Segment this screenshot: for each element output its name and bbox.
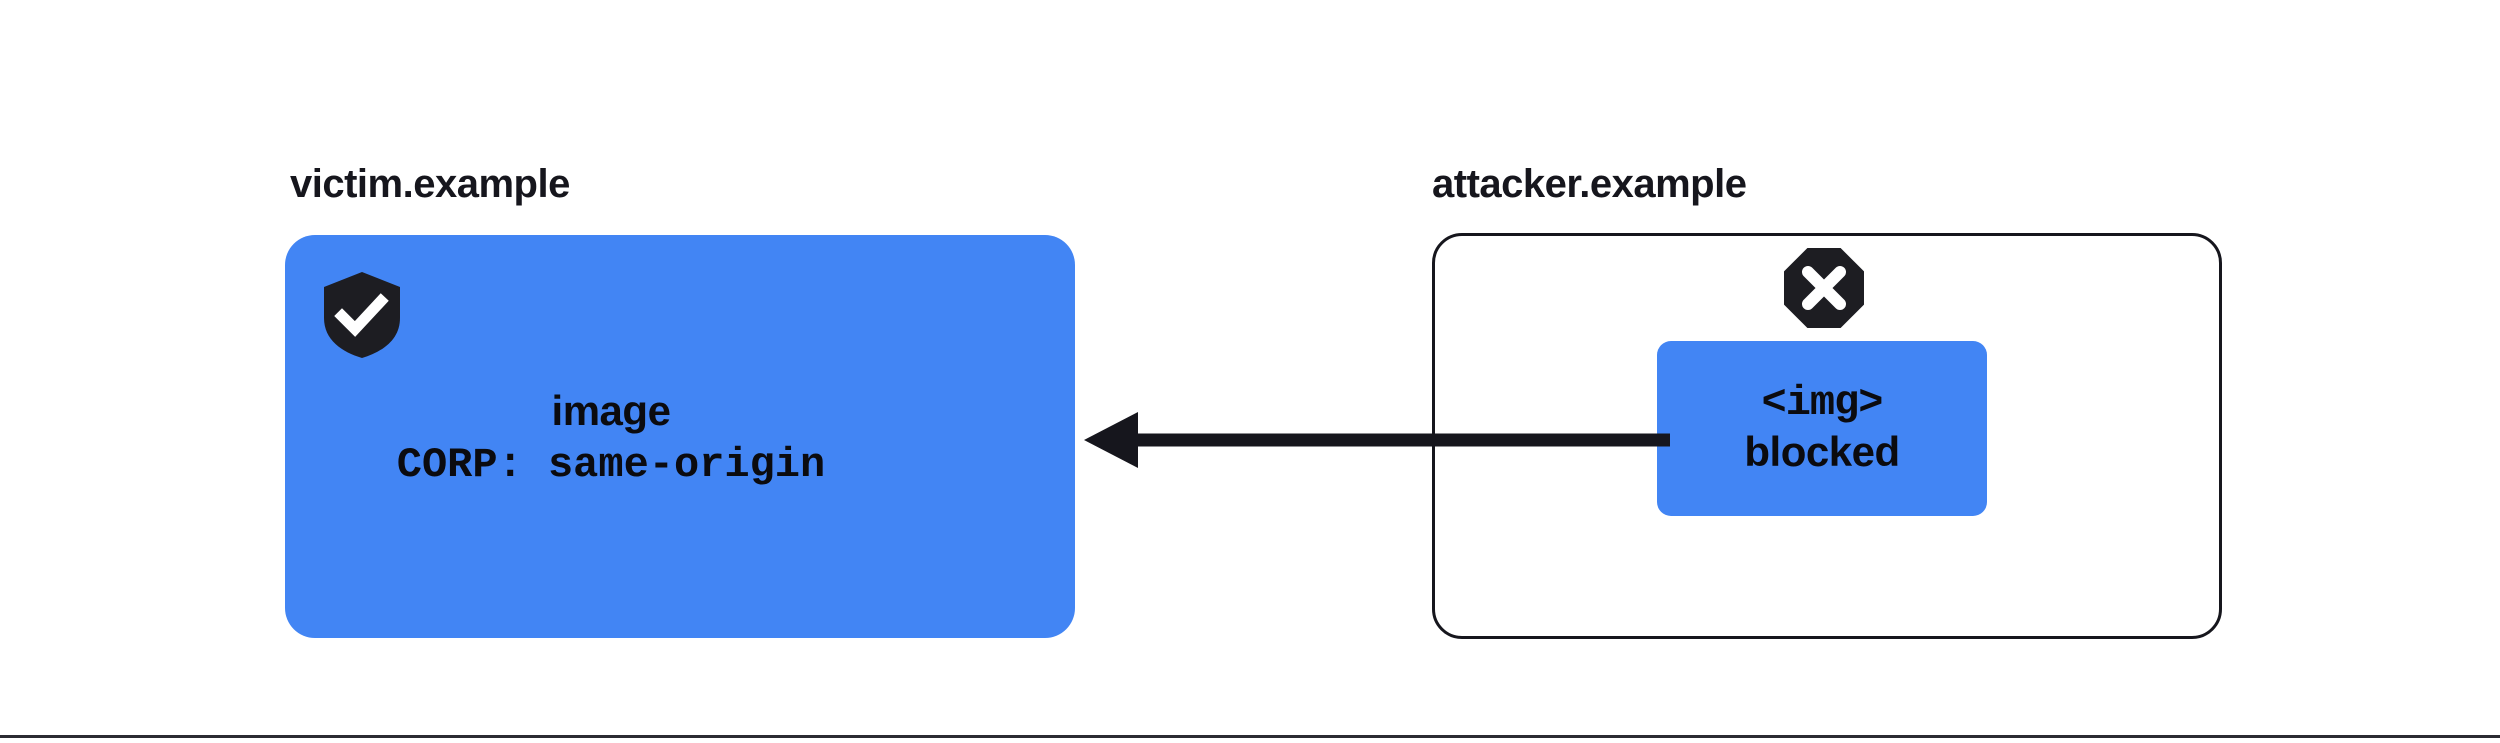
shield-check-icon [324,272,400,358]
bottom-divider [0,735,2500,738]
victim-origin-label: victim.example [290,162,570,206]
attacker-origin-label: attacker.example [1432,162,1747,206]
attacker-img-tag-label: <img> [1761,379,1883,428]
attacker-origin-box: <img> blocked [1432,233,2222,639]
victim-resource-label: image [551,387,671,434]
attacker-img-element-box: <img> blocked [1657,341,1987,516]
attacker-img-status-label: blocked [1744,428,1900,476]
blocked-octagon-x-icon [1784,248,1864,328]
victim-corp-header-label: CORP: same-origin [396,441,826,490]
victim-origin-box: image CORP: same-origin [285,235,1075,638]
victim-resource-content: image CORP: same-origin [285,387,1075,492]
